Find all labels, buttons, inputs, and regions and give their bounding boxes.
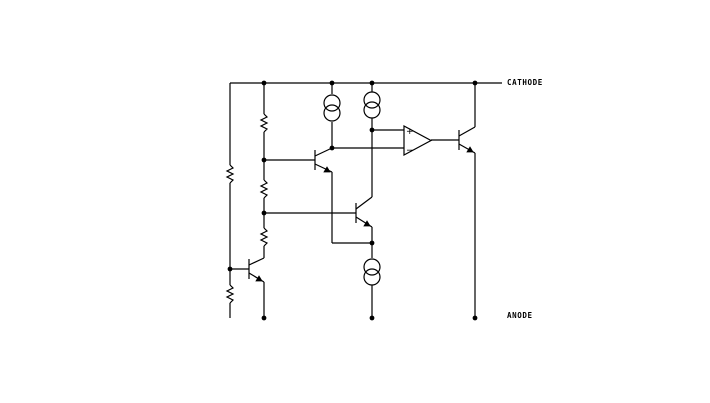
transistor-q1 xyxy=(264,147,372,244)
resistor-r5 xyxy=(259,227,269,247)
resistor-r4 xyxy=(259,179,269,199)
left-divider-branch xyxy=(225,83,235,318)
transistor-q2 xyxy=(264,196,375,258)
anode-label: ANODE xyxy=(507,311,533,320)
transistor-q3-output xyxy=(458,83,478,321)
resistor-r3 xyxy=(259,113,269,133)
transistor-q4 xyxy=(230,257,265,318)
current-source-top-right xyxy=(363,83,381,197)
opamp-minus-sign: − xyxy=(406,146,414,156)
op-amp: + − xyxy=(332,124,459,157)
current-source-top-left xyxy=(323,83,341,151)
current-source-bottom xyxy=(363,258,381,321)
opamp-plus-sign: + xyxy=(406,127,414,137)
cathode-label: CATHODE xyxy=(507,78,543,87)
resistor-r2 xyxy=(225,284,235,304)
resistor-r1 xyxy=(225,164,235,184)
